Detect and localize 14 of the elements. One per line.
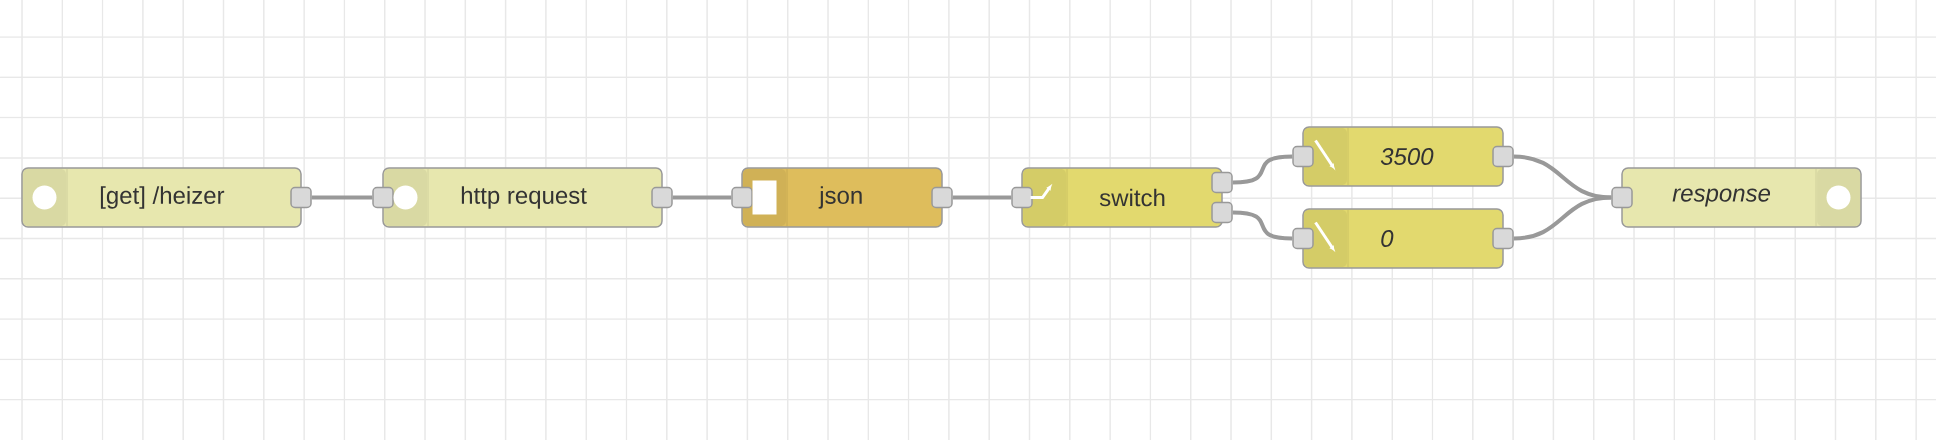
flow-node: 0	[1292, 208, 1514, 269]
connector	[672, 195, 732, 200]
connector	[1232, 210, 1293, 241]
flow-node: switch	[1011, 167, 1233, 228]
flow-node: http request	[372, 167, 673, 228]
connector	[1513, 195, 1612, 241]
flow-node: 3500	[1292, 126, 1514, 187]
connector	[952, 195, 1012, 200]
connector	[311, 195, 373, 200]
flow-node: json	[731, 167, 953, 228]
connector	[1232, 154, 1293, 185]
flow-node: [get] /heizer	[21, 167, 312, 228]
flow-node: response	[1611, 167, 1862, 228]
connector	[1513, 154, 1612, 200]
